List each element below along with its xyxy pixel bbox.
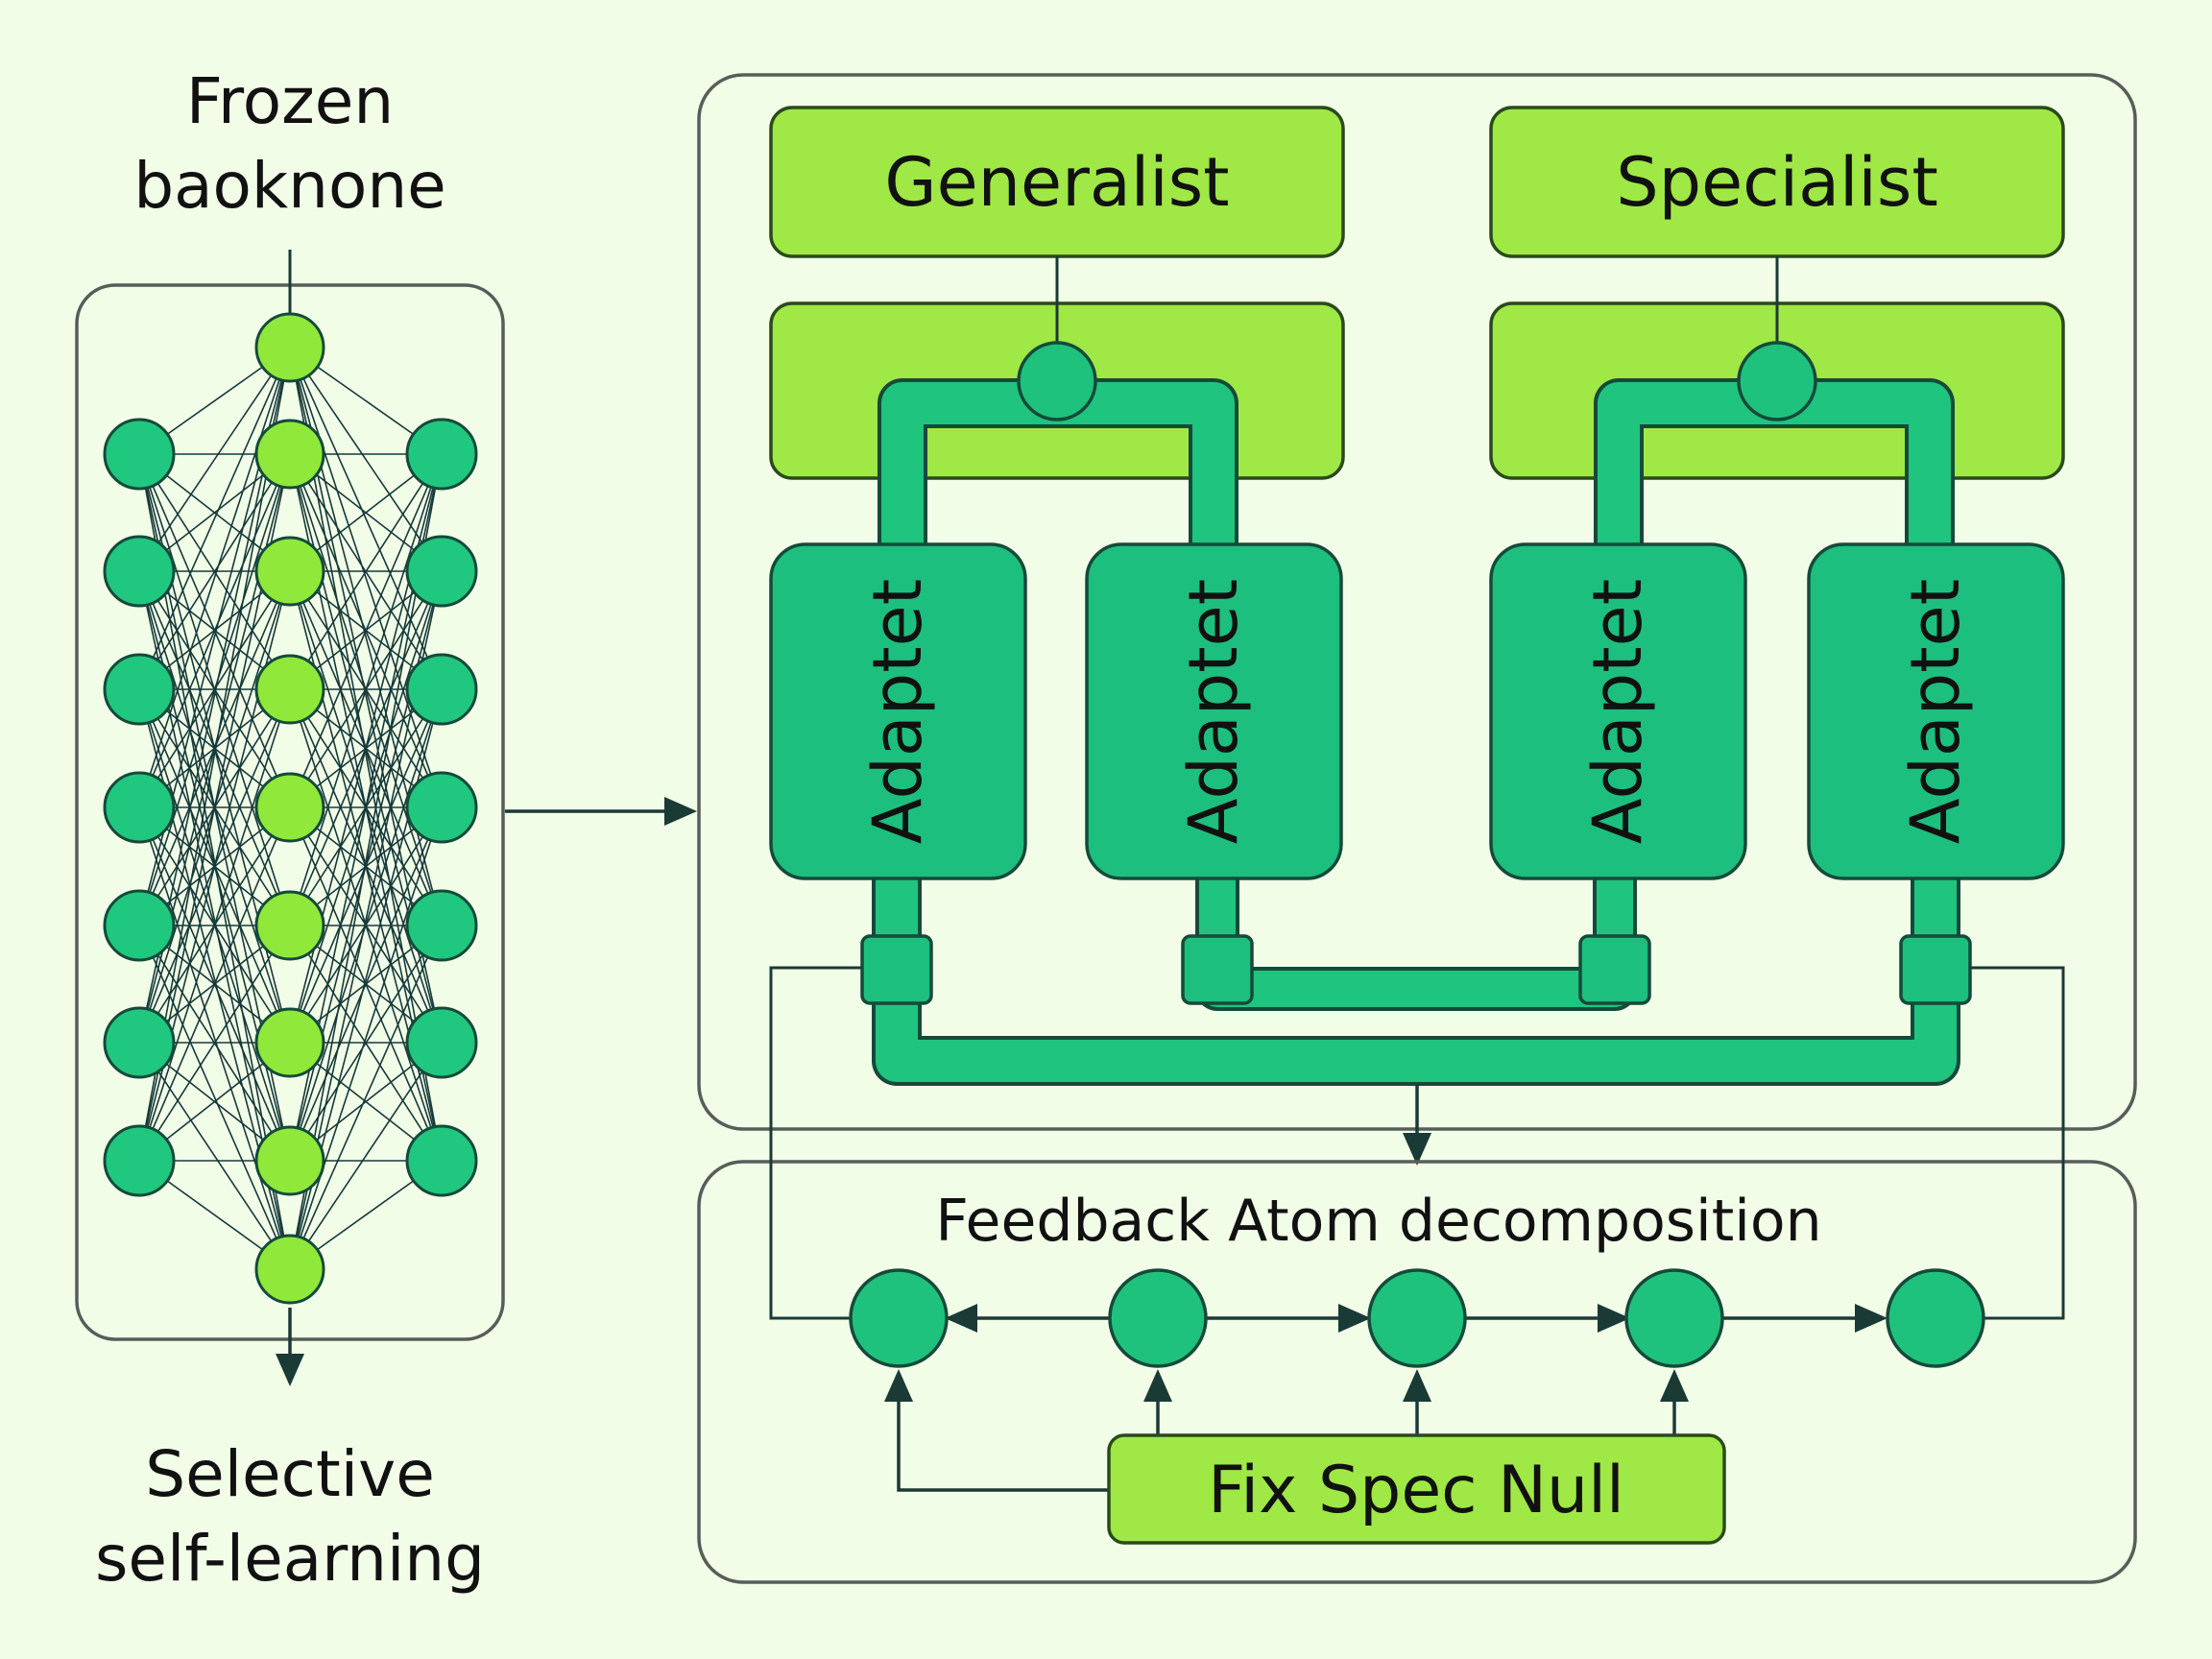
backbone-node — [405, 418, 478, 491]
adapter-3-label: Adaptet — [1578, 579, 1657, 844]
adapter-4: Adaptet — [1807, 542, 2065, 880]
frozen-backbone-label-line1: Frozen — [186, 64, 394, 138]
backbone-edge — [138, 347, 291, 690]
backbone-edge — [138, 453, 291, 690]
feedback-title: Feedback Atom decomposition — [935, 1188, 1821, 1255]
backbone-node — [254, 419, 325, 490]
specialist-junction — [1737, 341, 1817, 421]
frozen-backbone-label-line2: baoknone — [133, 149, 446, 223]
backbone-node — [103, 418, 176, 491]
backbone-node — [254, 772, 325, 843]
backbone-node — [254, 1234, 325, 1305]
backbone-node — [405, 889, 478, 962]
adapter-4-port — [1899, 934, 1972, 1005]
backbone-edge — [289, 806, 443, 1162]
backbone-edge — [289, 453, 443, 808]
backbone-edge — [138, 925, 291, 1162]
adapter-2-port — [1181, 934, 1254, 1005]
backbone-edge — [289, 1042, 443, 1270]
adapter-3: Adaptet — [1489, 542, 1747, 880]
backbone-node — [405, 1006, 478, 1079]
backbone-edge — [289, 453, 443, 926]
adapter-2-label: Adaptet — [1174, 579, 1253, 844]
inner-bottom-pipe — [1195, 842, 1637, 1011]
backbone-node — [405, 653, 478, 726]
adapter-1-port — [860, 934, 933, 1005]
backbone-node — [103, 653, 176, 726]
backbone-node — [103, 535, 176, 608]
backbone-edge — [138, 688, 291, 1162]
backbone-edge — [138, 453, 291, 926]
backbone-node — [254, 890, 325, 961]
selective-learning-label-line1: Selective — [145, 1437, 435, 1511]
generalist-pipe — [878, 378, 1238, 582]
specialist-pipe — [1594, 378, 1955, 582]
selective-learning-label-line2: self-learning — [95, 1522, 485, 1596]
feedback-frame — [697, 1160, 2137, 1584]
backbone-edge — [289, 347, 443, 690]
backbone-edge — [289, 925, 443, 1162]
backbone-node — [103, 1006, 176, 1079]
backbone-node — [254, 1007, 325, 1078]
fix-to-node-1-arrow — [884, 1369, 1109, 1492]
outer-bottom-pipe — [872, 839, 1960, 1086]
backbone-edge — [138, 806, 291, 1270]
fix-spec-null-label: Fix Spec Null — [1208, 1453, 1624, 1528]
backbone-edge — [138, 806, 291, 1162]
backbone-node — [254, 654, 325, 725]
feedback-section: Feedback Atom decomposition Fix Spec Nul… — [697, 966, 2137, 1584]
feedback-node-1 — [849, 1268, 949, 1368]
backbone-section: Frozen baoknone Selective self-learning — [75, 64, 505, 1596]
generalist-label: Generalist — [884, 143, 1229, 222]
backbone-edge — [138, 347, 291, 808]
backbone-node — [103, 771, 176, 844]
feedback-node-2 — [1108, 1268, 1208, 1368]
fix-spec-null-box — [1107, 1433, 1726, 1545]
adapter-1-label: Adaptet — [858, 579, 937, 844]
backbone-edge — [289, 925, 443, 1270]
adapter-4-label: Adaptet — [1896, 579, 1975, 844]
feedback-node-5 — [1886, 1268, 1985, 1368]
left-feedback-loop — [769, 966, 862, 1320]
backbone-node — [405, 1124, 478, 1197]
adapter-3-port — [1578, 934, 1651, 1005]
backbone-node — [405, 771, 478, 844]
adapter-module: Generalist Specialist — [697, 73, 2137, 1131]
right-feedback-loop — [1970, 966, 2065, 1320]
backbone-nodes — [103, 312, 478, 1305]
adapter-2: Adaptet — [1085, 542, 1343, 880]
backbone-edge — [289, 806, 443, 1270]
feedback-node-4 — [1624, 1268, 1724, 1368]
backbone-node — [254, 1125, 325, 1196]
backbone-edge — [289, 688, 443, 1162]
backbone-node — [405, 535, 478, 608]
feedback-node-3 — [1367, 1268, 1467, 1368]
backbone-node — [254, 536, 325, 607]
specialist-label: Specialist — [1616, 143, 1938, 222]
generalist-junction — [1017, 341, 1097, 421]
backbone-node — [254, 312, 325, 383]
backbone-edge — [138, 453, 291, 808]
backbone-edge — [289, 453, 443, 690]
adapter-1: Adaptet — [769, 542, 1027, 880]
backbone-edge — [138, 347, 291, 572]
backbone-node — [103, 1124, 176, 1197]
backbone-edge — [289, 347, 443, 808]
backbone-node — [103, 889, 176, 962]
